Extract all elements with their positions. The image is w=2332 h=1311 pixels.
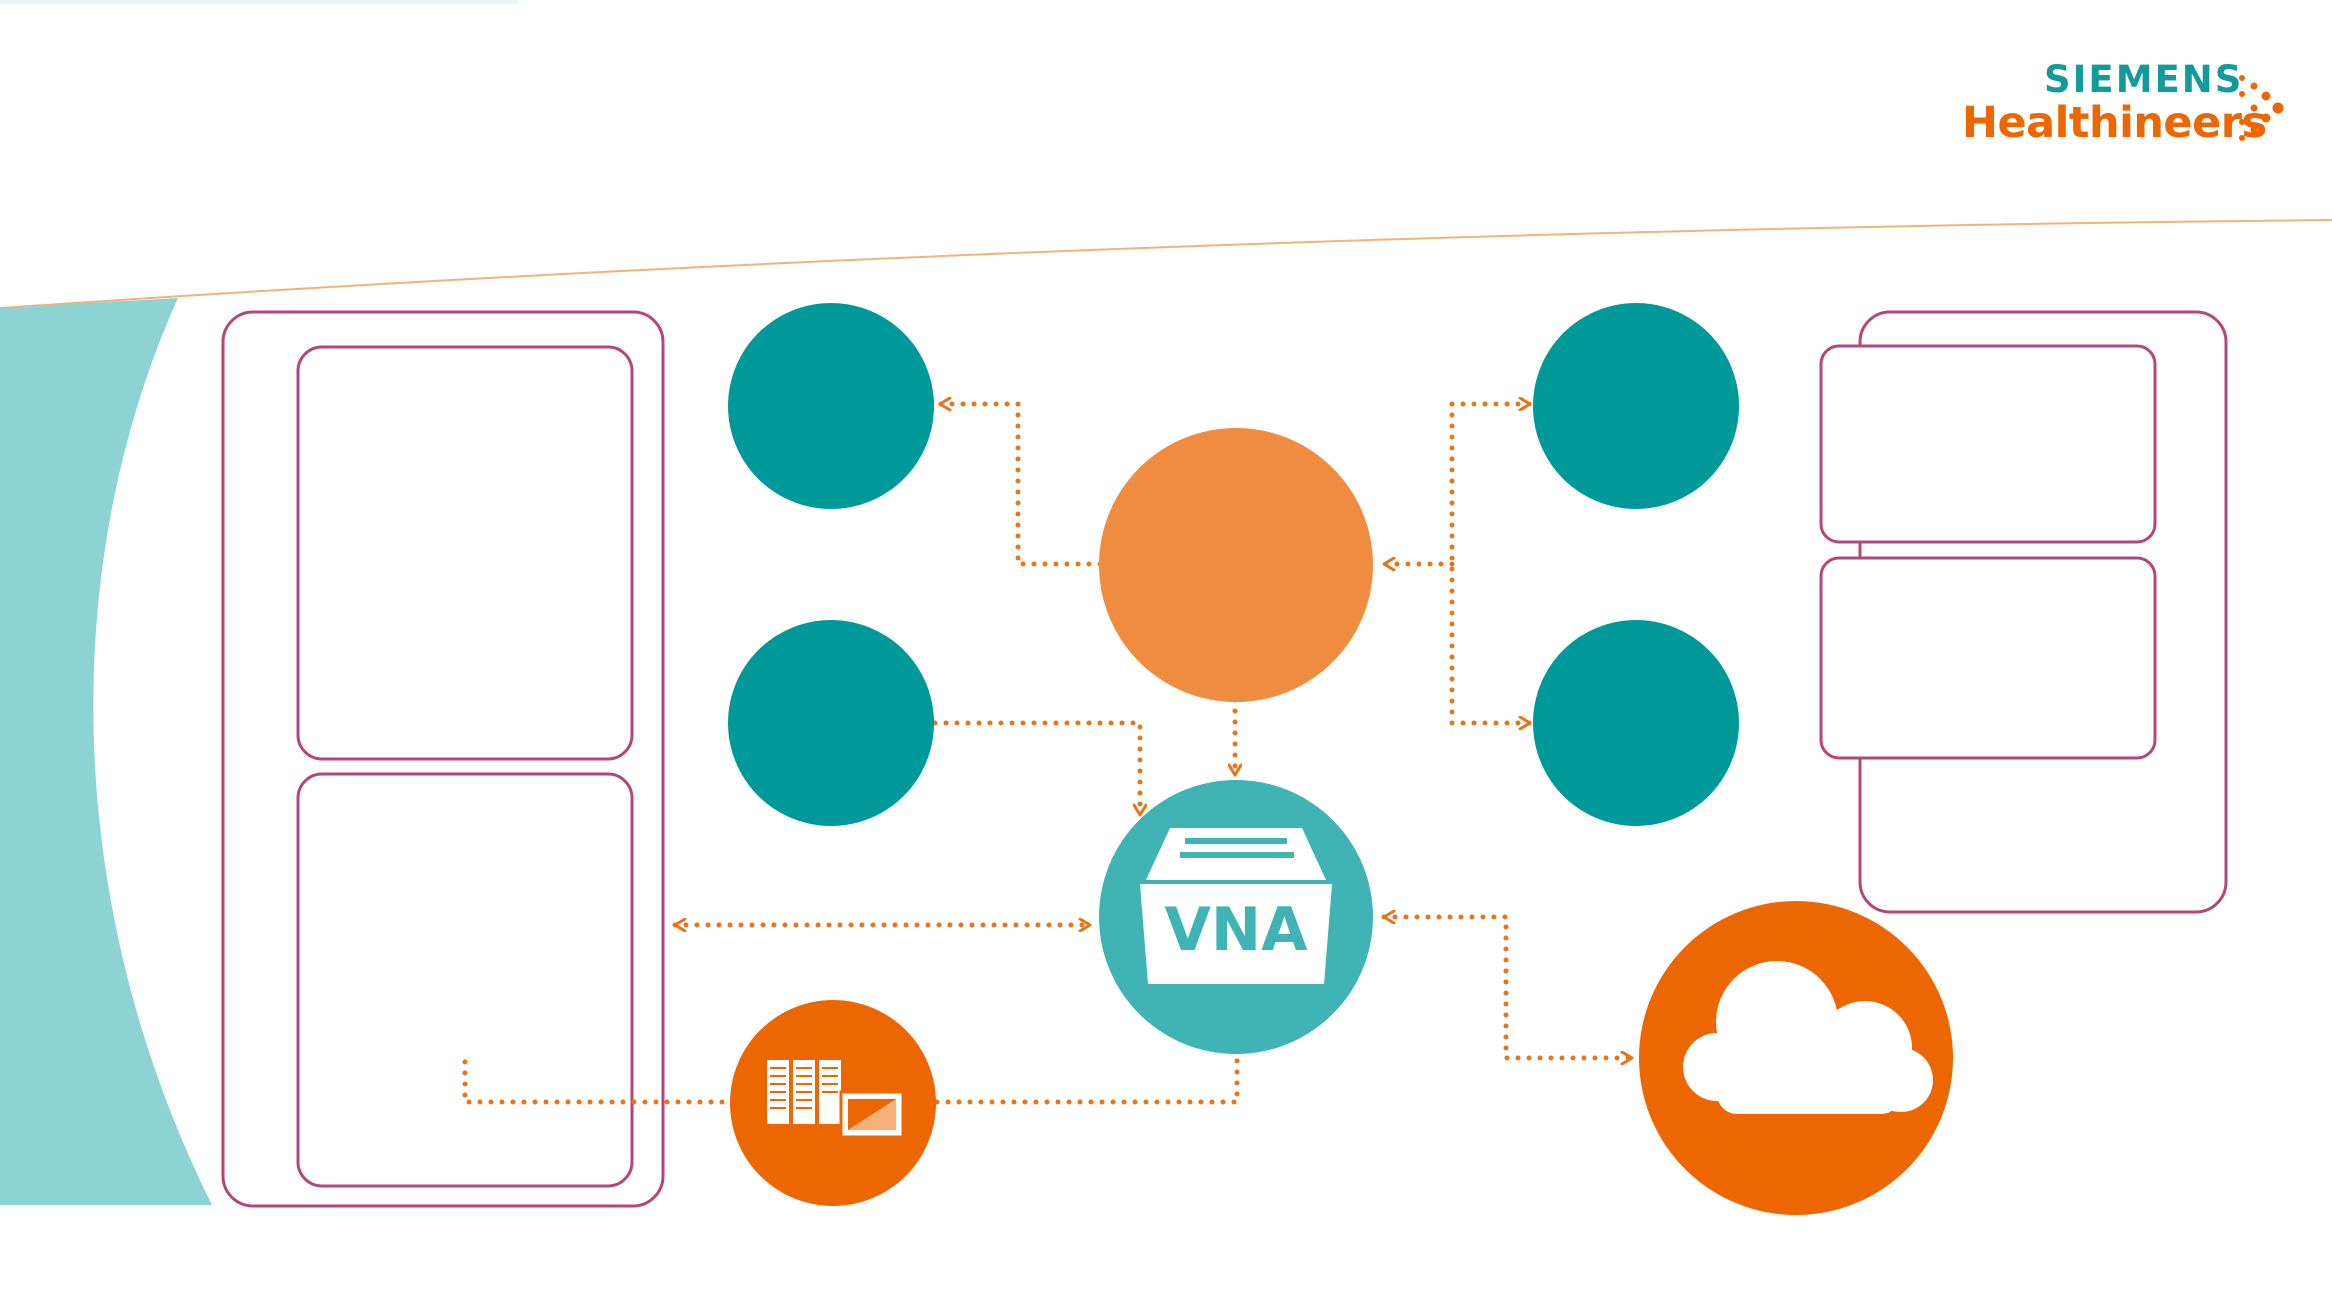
connector-lines (462, 404, 1635, 1105)
left-upper-panel (296, 345, 634, 761)
logo-siemens-text: SIEMENS (2044, 58, 2244, 101)
left-teal-swoosh (0, 298, 212, 1205)
vna-label: VNA (1164, 895, 1308, 965)
archive-folder-icon (1140, 828, 1332, 984)
logo-dots-icon (2239, 75, 2284, 141)
siemens-healthineers-logo: SIEMENS Healthineers (1962, 58, 2302, 168)
connector-hub-to-topleft (937, 404, 1103, 567)
logo-healthineers-text: Healthineers (1962, 98, 2267, 148)
connector-left-to-server (462, 1059, 733, 1105)
connector-server-to-vna (934, 1052, 1240, 1105)
node-top-right (1533, 303, 1739, 509)
server-rack-icon (767, 1060, 905, 1139)
right-upper-panel (1819, 344, 2157, 544)
top-accent-strip (0, 0, 518, 4)
connector-midleft-to-vna (932, 720, 1140, 818)
node-top-left (728, 303, 934, 509)
left-lower-panel (296, 772, 634, 1188)
node-middle-left (728, 620, 934, 826)
node-center-hub (1099, 428, 1373, 702)
connector-vna-to-cloud (1381, 917, 1635, 1058)
right-lower-panel (1819, 556, 2157, 760)
cloud-icon (1683, 961, 1933, 1114)
node-middle-right (1533, 620, 1739, 826)
header-divider-line (0, 219, 2332, 309)
